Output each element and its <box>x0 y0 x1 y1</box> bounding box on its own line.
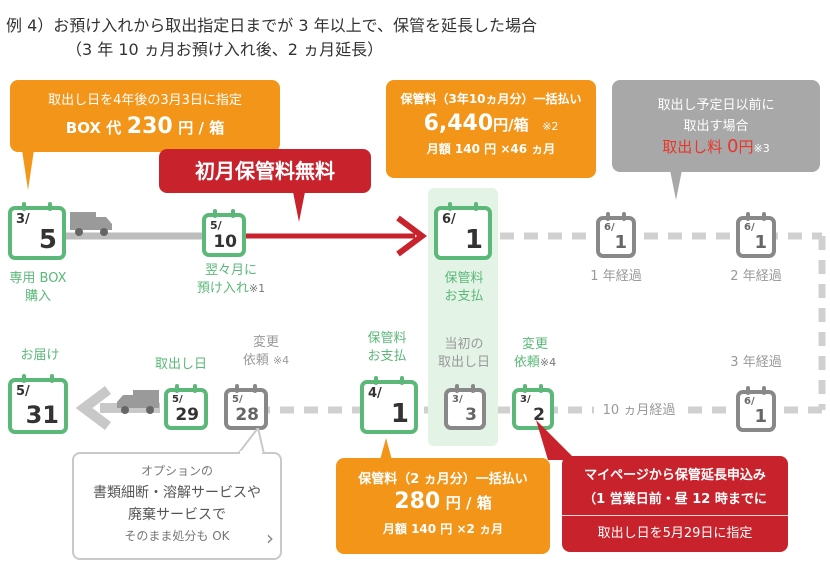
callout-fee-3y10m: 保管料（3年10ヵ月分）一括払い 6,440円/箱 ※2 月額 140 円 ×4… <box>386 80 596 178</box>
callout-mypage-line1: マイページから保管延長申込み <box>584 468 766 483</box>
label-pickup-day: 取出し日 <box>154 357 207 372</box>
label-change-req-2: 依頼 <box>242 353 269 368</box>
calendar-6-1-payment: 6/ 1 <box>434 202 492 260</box>
calendar-3-3: 3/ 3 <box>444 384 486 430</box>
callout-fee-3y10m-line3: 月額 140 円 ×46 ヵ月 <box>426 142 556 156</box>
callout-box-price-suffix: 円 / 箱 <box>178 119 225 137</box>
label-buy-2: 購入 <box>24 289 51 304</box>
calendar-4-1: 4/ 1 <box>360 376 418 434</box>
label-deposit-2: 預け入れ <box>196 281 249 296</box>
label-change2-1: 変更 <box>521 337 548 352</box>
callout-box-price-pointer <box>22 150 34 190</box>
callout-fee-3y10m-value: 6,440 <box>423 111 494 136</box>
callout-early-pickup: 取出し予定日以前に 取出す場合 取出し料 0円※3 <box>612 80 820 172</box>
callout-box-price-line1: 取出し日を4年後の3月3日に指定 <box>48 93 242 108</box>
label-year3: 3 年経過 <box>730 355 782 370</box>
banner-pointer <box>293 192 305 222</box>
callout-fee-2m: 保管料（2 ヵ月分）一括払い 280 円 / 箱 月額 140 円 ×2 ヵ月 <box>336 458 550 554</box>
callout-box-price-value: 230 <box>126 114 173 139</box>
label-months10: 10 ヵ月経過 <box>594 402 684 420</box>
label-year2: 2 年経過 <box>730 269 782 284</box>
calendar-6-1-year3: 6/ 1 <box>736 386 776 432</box>
callout-early-pickup-note: ※3 <box>753 142 770 155</box>
calendar-5-28: 5/ 28 <box>224 384 268 430</box>
truck-icon-return <box>117 390 159 414</box>
chevron-right-icon: › <box>266 526 274 550</box>
label-change2-2: 依頼 <box>513 355 540 370</box>
callout-box-price-prefix: BOX 代 <box>65 119 122 137</box>
label-orig-pickup-2: 取出し日 <box>437 355 490 370</box>
callout-fee-2m-pointer <box>380 438 392 460</box>
header-line-1: 例 4）お預け入れから取出指定日までが 3 年以上で、保管を延長した場合 <box>6 16 537 35</box>
callout-mypage-line3: 取出し日を5月29日に指定 <box>597 526 753 541</box>
callout-early-pickup-pointer <box>670 170 682 200</box>
calendar-5-31: 5/ 31 <box>8 374 68 434</box>
callout-fee-3y10m-line1: 保管料（3年10ヵ月分）一括払い <box>400 92 582 106</box>
option-box[interactable]: オプションの 書類細断・溶解サービスや 廃棄サービスで そのまま処分も OK › <box>72 452 282 560</box>
label-pay-1: 保管料 <box>444 271 484 286</box>
calendar-5-29: 5/ 29 <box>164 384 208 430</box>
callout-mypage-line2: （1 営業日前・昼 12 時までに <box>583 492 767 507</box>
label-delivery: お届け <box>20 348 60 363</box>
callout-fee-3y10m-note: ※2 <box>542 120 559 133</box>
callout-early-pickup-line2: 取出す場合 <box>683 119 749 134</box>
callout-mypage-pointer <box>536 420 576 460</box>
callout-fee-2m-unit: 円 / 箱 <box>445 494 492 512</box>
label-orig-pickup-1: 当初の <box>444 337 484 352</box>
label-deposit-1: 翌々月に <box>204 263 257 278</box>
label-pay2-2: お支払 <box>367 349 407 364</box>
callout-box-price: 取出し日を4年後の3月3日に指定 BOX 代 230 円 / 箱 <box>10 80 280 152</box>
return-arrow-head <box>75 386 111 430</box>
banner-free-first-month: 初月保管料無料 <box>159 149 371 193</box>
calendar-5-10: 5/ 10 <box>202 209 246 257</box>
label-change-req-note: ※4 <box>272 354 290 367</box>
calendar-6-1-year2: 6/ 1 <box>736 212 776 258</box>
option-line3: 廃棄サービスで <box>128 507 226 523</box>
callout-early-pickup-value: 0 <box>727 136 739 157</box>
callout-early-pickup-label: 取出し料 <box>662 138 723 156</box>
callout-fee-2m-line1: 保管料（2 ヵ月分）一括払い <box>358 472 528 487</box>
label-change-req-1: 変更 <box>252 335 279 350</box>
label-deposit-note: ※1 <box>248 282 266 295</box>
callout-early-pickup-line1: 取出し予定日以前に <box>657 98 775 113</box>
calendar-3-5: 3/ 5 <box>8 202 66 260</box>
calendar-6-1-year1: 6/ 1 <box>596 212 636 258</box>
calendar-3-2: 3/ 2 <box>512 384 554 430</box>
option-box-pointer <box>238 428 266 454</box>
option-line1: オプションの <box>140 464 213 478</box>
callout-early-pickup-unit: 円 <box>738 138 754 156</box>
truck-icon <box>70 212 112 236</box>
label-year1: 1 年経過 <box>590 269 642 284</box>
label-change2-note: ※4 <box>539 356 557 369</box>
header-line-2: （3 年 10 ヵ月お預け入れ後、2 ヵ月延長） <box>66 40 384 59</box>
option-line4: そのまま処分も OK <box>124 529 230 543</box>
label-pay-2: お支払 <box>444 289 484 304</box>
callout-fee-3y10m-unit: 円/箱 <box>493 116 529 134</box>
red-arrow-head <box>396 215 427 257</box>
label-buy-1: 専用 BOX <box>9 271 67 286</box>
callout-mypage: マイページから保管延長申込み （1 営業日前・昼 12 時までに 取出し日を5月… <box>562 456 788 552</box>
option-line2: 書類細断・溶解サービスや <box>93 485 261 501</box>
label-pay2-1: 保管料 <box>367 331 407 346</box>
callout-fee-2m-line3: 月額 140 円 ×2 ヵ月 <box>382 522 504 536</box>
callout-fee-2m-value: 280 <box>394 489 441 514</box>
